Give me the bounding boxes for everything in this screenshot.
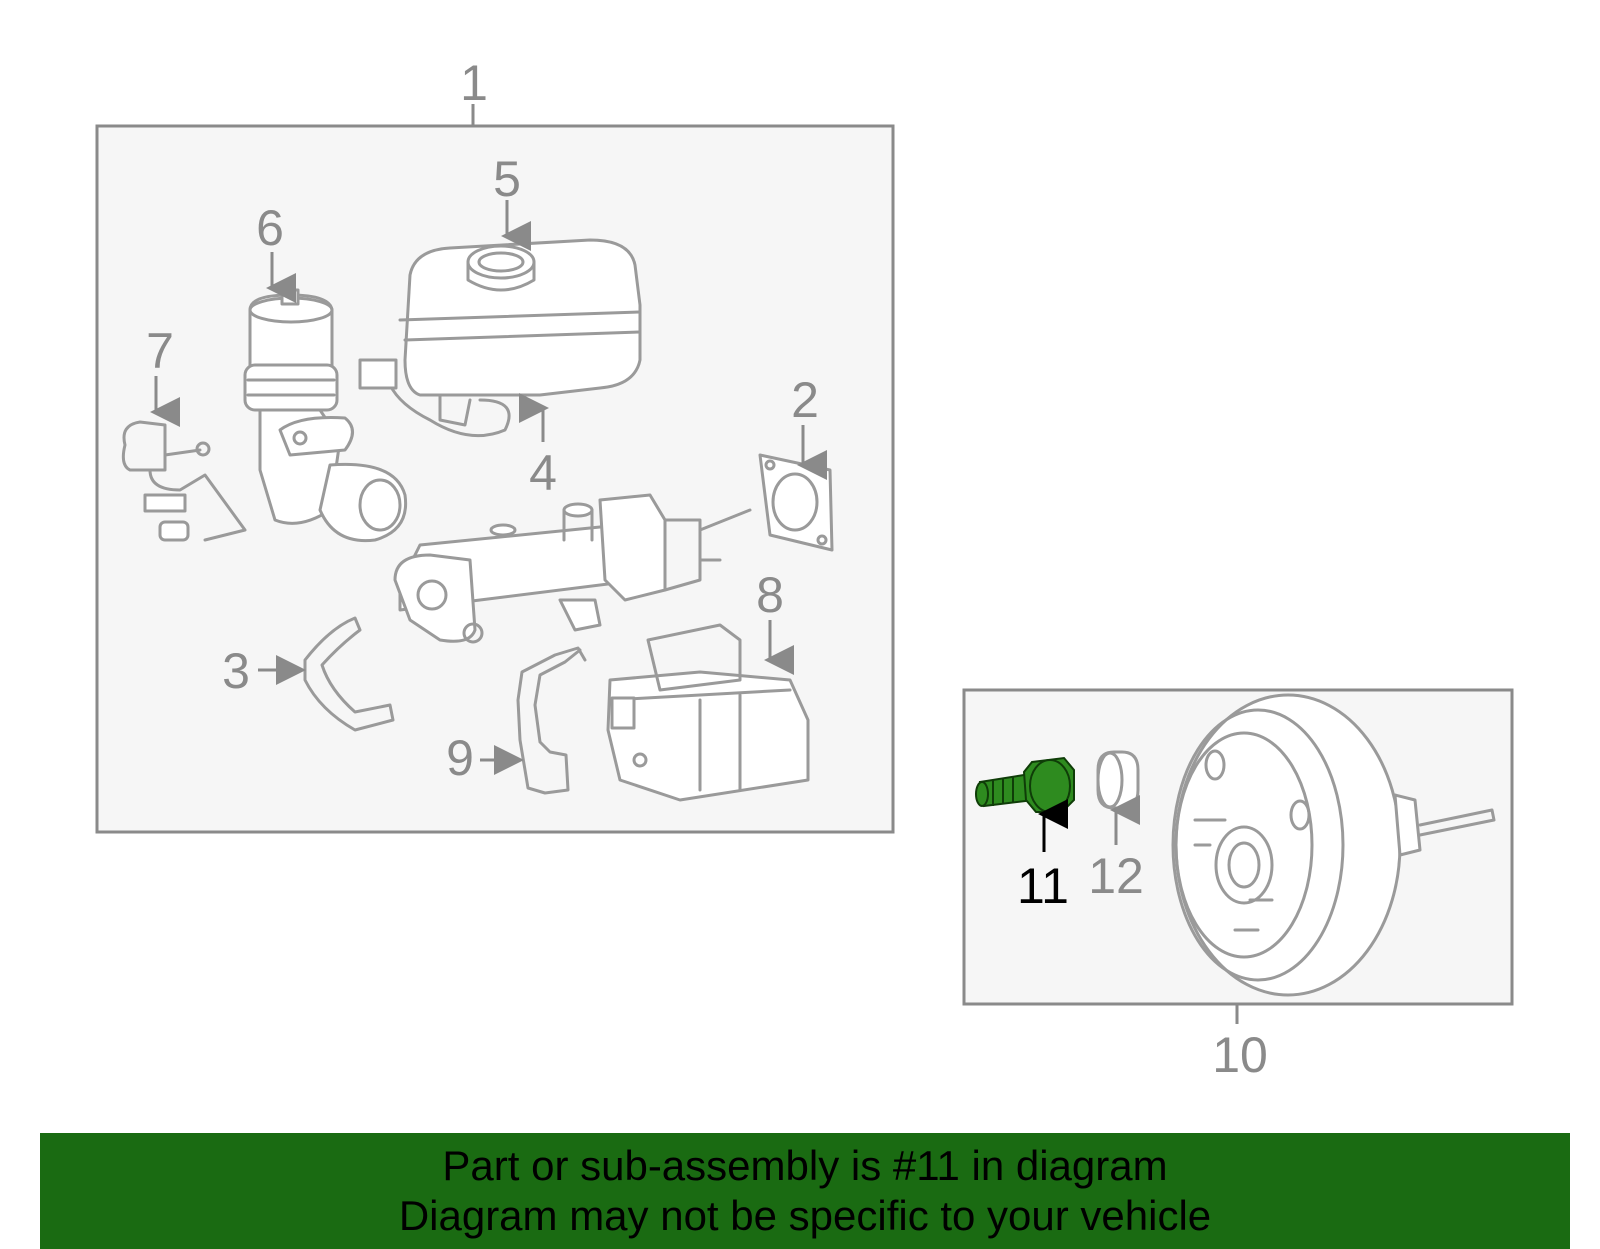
callout-3: 3 — [222, 643, 250, 699]
brake-booster-part — [1171, 693, 1496, 997]
actuator-part — [606, 623, 810, 802]
sleeve-part — [1096, 750, 1140, 810]
banner-line-1: Part or sub-assembly is #11 in diagram — [442, 1142, 1168, 1189]
reservoir-part — [358, 238, 642, 438]
callout-6: 6 — [256, 200, 284, 256]
gasket-part — [758, 453, 834, 552]
pump-part — [243, 288, 408, 543]
callout-1: 1 — [460, 55, 488, 111]
callout-9: 9 — [446, 730, 474, 786]
callout-2: 2 — [791, 372, 819, 428]
info-banner: Part or sub-assembly is #11 in diagram D… — [40, 1133, 1570, 1249]
master-cylinder-part — [393, 493, 752, 644]
callout-11: 11 — [1017, 858, 1069, 914]
hose-part — [303, 616, 395, 732]
callout-5: 5 — [493, 151, 521, 207]
callout-7: 7 — [146, 323, 174, 379]
bracket-part — [516, 646, 587, 795]
callout-4: 4 — [529, 445, 557, 501]
banner-line-2: Diagram may not be specific to your vehi… — [398, 1192, 1212, 1239]
callout-12: 12 — [1088, 848, 1144, 904]
callout-10: 10 — [1212, 1027, 1268, 1083]
sensor-part — [121, 420, 247, 542]
callout-8: 8 — [756, 567, 784, 623]
